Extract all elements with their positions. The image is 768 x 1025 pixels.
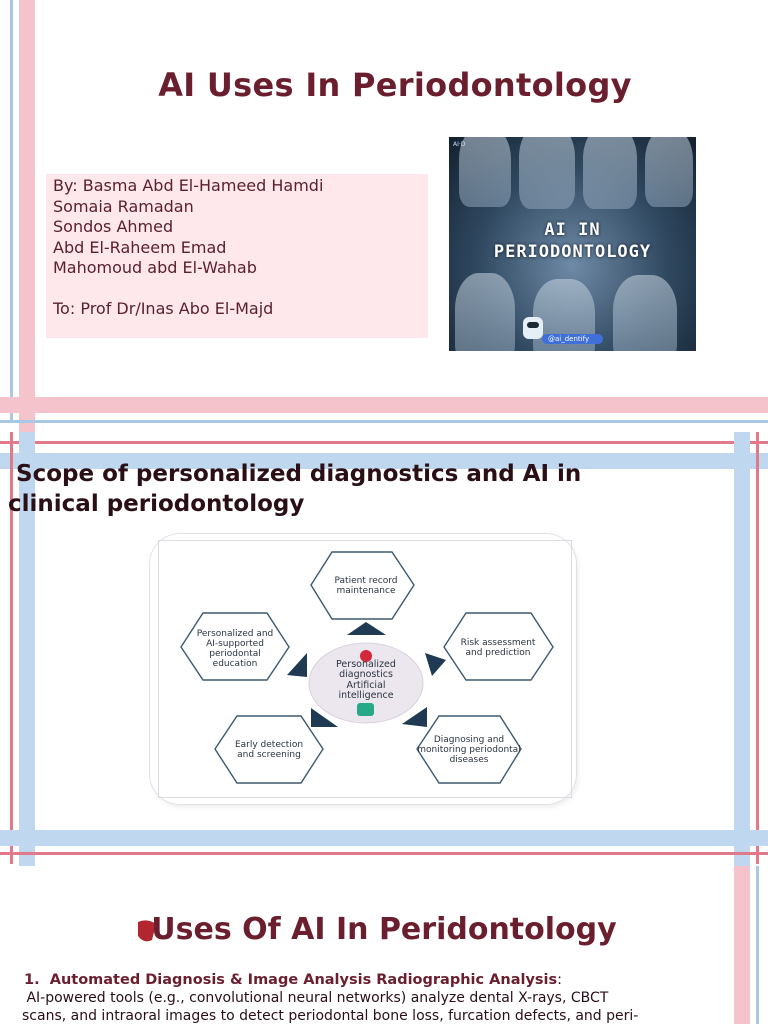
slide2-right-red-line	[756, 432, 759, 864]
author-line: Somaia Ramadan	[53, 196, 194, 216]
arrow-bottom-right	[402, 707, 427, 727]
slide2-title-line2: clinical periodontology	[8, 491, 305, 517]
hexagon-diagnosing	[416, 715, 522, 784]
authors-box	[46, 174, 428, 338]
slide1-title: AI Uses In Periodontology	[158, 66, 632, 104]
decorative-logo-icon	[138, 920, 156, 942]
hexagon-patient-record	[310, 551, 415, 620]
node-label-line: Patient record	[334, 576, 398, 586]
body-line: scans, and intraoral images to detect pe…	[22, 1008, 639, 1024]
node-label-line: diseases	[449, 755, 489, 765]
slide1-left-pink-bar	[19, 0, 35, 432]
list-heading-colon: :	[557, 972, 563, 988]
node-label-line: Risk assessment	[460, 638, 536, 648]
list-item-1-body: AI-powered tools (e.g., convolutional ne…	[22, 989, 722, 1025]
slide1-bottom-blue-line	[0, 420, 768, 423]
author-line: Mahomoud abd El-Wahab	[53, 258, 257, 277]
author-line: Sondos Ahmed	[53, 217, 174, 236]
center-label-line: diagnostics	[339, 669, 393, 680]
center-ellipse	[308, 642, 424, 724]
center-label: Personalized diagnostics Artificial inte…	[315, 660, 417, 701]
list-item-1-heading: 1. Automated Diagnosis & Image Analysis …	[24, 972, 744, 988]
cover-brand-mark: AI·D	[453, 141, 466, 148]
supervisor-line: To: Prof Dr/Inas Abo El-Majd	[53, 298, 274, 318]
authors-list: By: Basma Abd El-Hameed Hamdi Somaia Ram…	[53, 176, 423, 319]
slide2-right-blue-bar	[734, 432, 750, 866]
ai-chip-icon	[357, 703, 374, 716]
cover-title: AI IN PERIODONTOLOGY	[449, 219, 696, 263]
node-label-patient-record: Patient record maintenance	[322, 576, 410, 596]
slide2-title-line1: Scope of personalized diagnostics and AI…	[8, 461, 582, 487]
center-label-line: Artificial	[346, 680, 386, 691]
node-label-line: AI-supported	[206, 639, 264, 649]
hexagon-risk-assessment	[443, 612, 554, 681]
cover-handle: @ai_dentify	[542, 334, 604, 344]
diagram-inner-border	[158, 540, 572, 798]
slide1-left-blue-line	[10, 0, 13, 420]
hexagon-education	[180, 612, 290, 681]
slide2-left-blue-bar	[19, 432, 35, 866]
node-label-line: education	[212, 659, 258, 669]
list-number: 1.	[24, 972, 40, 988]
node-label-risk-assessment: Risk assessment and prediction	[454, 638, 542, 658]
cover-title-line1: AI IN	[544, 220, 601, 240]
center-label-line: Personalized	[336, 659, 396, 670]
node-label-line: Personalized and	[196, 629, 274, 639]
arrow-left	[287, 653, 307, 677]
slide2-bottom-blue-bar	[0, 830, 768, 846]
node-label-education: Personalized and AI-supported periodonta…	[191, 629, 279, 669]
author-line: By: Basma Abd El-Hameed Hamdi	[53, 176, 324, 195]
slide3-right-pink-bar	[734, 866, 750, 1024]
node-label-line: and screening	[237, 750, 301, 760]
slide3-right-blue-line	[756, 866, 759, 1024]
slide3-title: Uses Of AI In Peridontology	[151, 912, 617, 947]
slide2-left-red-line	[10, 432, 13, 864]
node-label-line: periodontal	[209, 649, 261, 659]
node-label-early-detection: Early detection and screening	[225, 740, 313, 760]
node-label-line: monitoring periodontal	[417, 745, 521, 755]
cover-title-line2: PERIODONTOLOGY	[493, 242, 652, 262]
list-heading-text: Automated Diagnosis & Image Analysis Rad…	[49, 972, 558, 988]
slide2-title: Scope of personalized diagnostics and AI…	[8, 459, 708, 519]
node-label-line: Early detection	[234, 740, 304, 750]
node-label-diagnosing: Diagnosing and monitoring periodontal di…	[413, 735, 525, 765]
node-label-line: maintenance	[336, 586, 396, 596]
arrow-right	[425, 653, 446, 676]
node-label-line: and prediction	[465, 648, 531, 658]
node-label-line: Diagnosing and	[433, 735, 505, 745]
author-line: Abd El-Raheem Emad	[53, 237, 227, 257]
slide2-top-red-line	[0, 441, 768, 444]
arrow-top	[347, 622, 386, 635]
cover-image: AI·D AI IN PERIODONTOLOGY @ai_dentify	[449, 137, 696, 351]
slide2-top-blue-bar	[0, 453, 768, 469]
center-label-line: intelligence	[338, 690, 394, 701]
body-line: AI-powered tools (e.g., convolutional ne…	[22, 990, 609, 1006]
slide1-bottom-pink-bar	[0, 397, 768, 413]
slide2-bottom-red-line	[0, 852, 768, 855]
arrow-bottom-left	[311, 708, 338, 727]
hexagon-early-detection	[214, 715, 324, 784]
robot-icon	[523, 317, 543, 339]
target-icon	[360, 650, 372, 662]
